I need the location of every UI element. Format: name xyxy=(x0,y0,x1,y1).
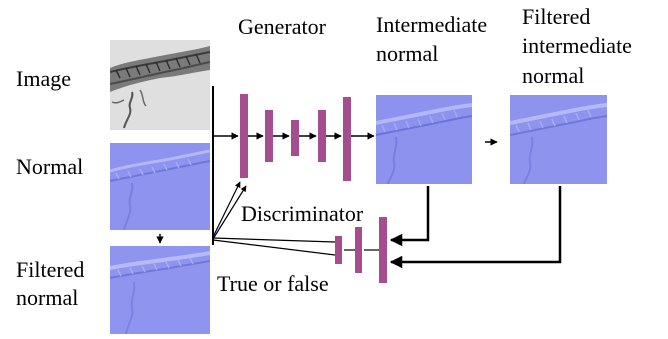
generator-layer-1 xyxy=(240,94,248,178)
discriminator-label: Discriminator xyxy=(241,201,364,226)
normal-label: Normal xyxy=(16,154,84,179)
filtered-intermediate-label-line3: normal xyxy=(522,63,585,88)
discriminator-layer-3 xyxy=(379,217,387,283)
arrow-intermediate-to-discriminator xyxy=(389,186,430,247)
filtered-intermediate-normal-texture xyxy=(510,95,607,184)
filtered-intermediate-label-line1: Filtered xyxy=(522,4,591,29)
generator-label: Generator xyxy=(238,14,326,39)
intermediate-normal-label-line2: normal xyxy=(376,41,439,66)
image-label: Image xyxy=(16,66,71,91)
intermediate-normal-texture xyxy=(376,95,472,184)
arrow-feed-diag-2 xyxy=(212,185,247,240)
arrow-feed-diag-1 xyxy=(212,181,241,238)
filtered-intermediate-normal-tile xyxy=(510,95,607,184)
normal-map-texture xyxy=(110,143,210,230)
input-image-texture xyxy=(110,40,210,130)
disc-output-line-1 xyxy=(212,237,336,243)
filtered-normal-texture xyxy=(110,246,210,334)
filtered-normal-label-line2: normal xyxy=(16,285,79,310)
generator-layer-2 xyxy=(265,110,273,162)
filtered-normal-tile xyxy=(110,246,210,334)
intermediate-normal-tile xyxy=(376,95,472,184)
generator-layer-5 xyxy=(343,97,351,181)
discriminator-layer-1 xyxy=(335,236,342,264)
filtered-intermediate-label-line2: intermediate xyxy=(522,33,632,58)
generator-layer-4 xyxy=(318,110,326,162)
intermediate-normal-label-line1: Intermediate xyxy=(376,12,488,37)
true-or-false-label: True or false xyxy=(217,271,329,296)
arrow-filtered-intermediate-to-discriminator xyxy=(389,186,562,269)
input-image-tile xyxy=(110,40,210,130)
filtered-normal-label-line1: Filtered xyxy=(16,257,85,282)
generator-layer-3 xyxy=(291,120,299,156)
normal-map-tile xyxy=(110,143,210,230)
disc-output-line-2 xyxy=(212,239,336,256)
discriminator-layer-2 xyxy=(355,227,362,273)
